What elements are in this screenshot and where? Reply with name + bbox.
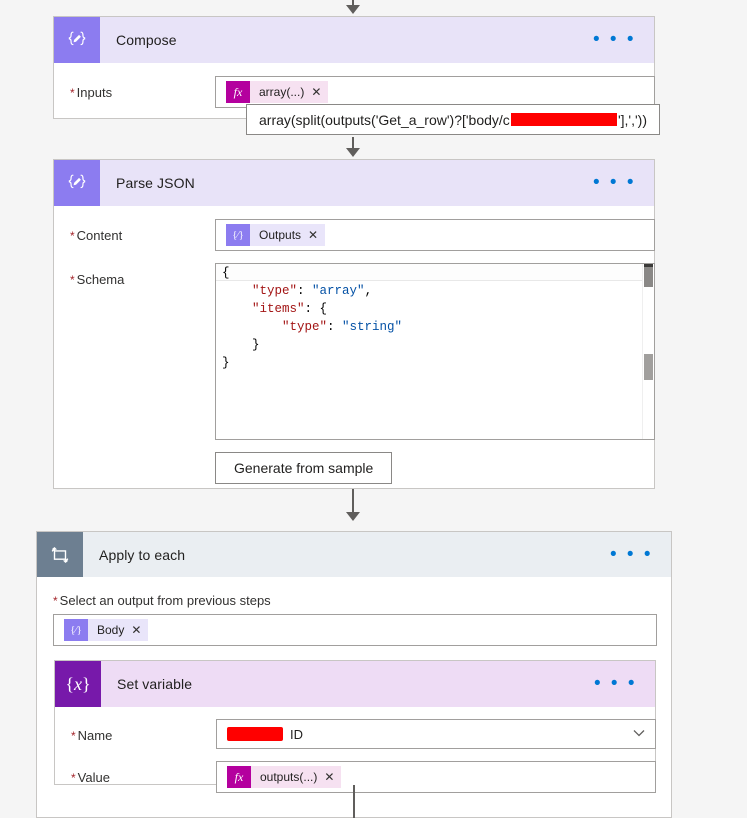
parse-json-card[interactable]: Parse JSON • • • *Content {⁄} Outputs ✕ xyxy=(53,159,655,489)
set-variable-menu-button[interactable]: • • • xyxy=(593,673,637,694)
apply-to-each-card[interactable]: Apply to each • • • xyxy=(36,531,672,578)
token-body[interactable]: outputs(...) ✕ xyxy=(251,766,342,788)
set-variable-braces-x-icon: {x} xyxy=(55,661,101,707)
schema-scrollbar-track[interactable] xyxy=(642,264,654,439)
set-variable-name-value: ID xyxy=(227,727,303,742)
fx-icon: fx xyxy=(227,766,251,788)
required-asterisk: * xyxy=(71,729,76,743)
expression-prefix: array(split(outputs('Get_a_row')?['body/… xyxy=(259,111,510,128)
outputs-token-chip[interactable]: {⁄} Outputs ✕ xyxy=(226,224,326,246)
parse-json-content-row: *Content {⁄} Outputs ✕ xyxy=(54,219,655,251)
arrow-head-top xyxy=(346,5,360,14)
token-text: outputs(...) xyxy=(260,770,318,784)
schema-resize-handle[interactable] xyxy=(644,354,653,380)
generate-from-sample-button[interactable]: Generate from sample xyxy=(215,452,393,484)
loop-select-input[interactable]: {⁄} Body ✕ xyxy=(53,614,657,646)
value-expression-token-chip[interactable]: fx outputs(...) ✕ xyxy=(227,766,342,788)
compose-inputs-label: *Inputs xyxy=(70,85,113,100)
schema-code-editor[interactable]: { "type": "array", "items": { "type": "s… xyxy=(215,263,655,440)
connector-compose-parsejson xyxy=(352,137,354,152)
outputs-token-icon: {⁄} xyxy=(226,224,250,246)
token-body[interactable]: array(...) ✕ xyxy=(250,81,329,103)
remove-token-icon[interactable]: ✕ xyxy=(324,770,335,784)
redaction-bar xyxy=(227,727,283,741)
parse-json-content-control[interactable]: {⁄} Outputs ✕ xyxy=(215,219,655,251)
parse-json-schema-control[interactable]: { "type": "array", "items": { "type": "s… xyxy=(215,263,655,440)
parse-json-menu-button[interactable]: • • • xyxy=(592,172,636,193)
apply-to-each-title: Apply to each xyxy=(99,547,186,563)
set-variable-value-label: *Value xyxy=(71,770,110,785)
set-variable-card[interactable]: {x} Set variable • • • *Name ID xyxy=(54,660,656,793)
set-variable-name-row: *Name ID xyxy=(55,719,656,749)
name-suffix-text: ID xyxy=(290,726,303,742)
token-text: array(...) xyxy=(259,85,305,99)
required-asterisk: * xyxy=(71,771,76,785)
parse-json-content-label: *Content xyxy=(70,228,123,243)
expression-suffix: '],',')) xyxy=(617,111,647,128)
body-token-chip[interactable]: {⁄} Body ✕ xyxy=(64,619,149,641)
required-asterisk: * xyxy=(70,86,75,100)
arrow-head-parsejson xyxy=(346,148,360,157)
connector-setvariable-next xyxy=(353,785,355,818)
parse-json-schema-row: *Schema { "type": "array", "items": { "t… xyxy=(54,263,655,440)
set-variable-value-input[interactable]: fx outputs(...) ✕ xyxy=(216,761,656,793)
compose-header[interactable]: Compose • • • xyxy=(54,17,654,63)
apply-to-each-header[interactable]: Apply to each • • • xyxy=(37,532,671,578)
fx-icon: fx xyxy=(226,81,250,103)
set-variable-value-control[interactable]: fx outputs(...) ✕ xyxy=(216,761,656,793)
token-body[interactable]: Outputs ✕ xyxy=(250,224,326,246)
parse-json-title: Parse JSON xyxy=(116,175,195,191)
token-body[interactable]: Body ✕ xyxy=(88,619,149,641)
schema-code-text[interactable]: { "type": "array", "items": { "type": "s… xyxy=(222,266,403,370)
compose-menu-button[interactable]: • • • xyxy=(592,29,636,50)
set-variable-name-control[interactable]: ID xyxy=(216,719,656,749)
parse-json-header[interactable]: Parse JSON • • • xyxy=(54,160,654,206)
generate-spacer xyxy=(70,452,215,461)
arrow-head-loop xyxy=(346,512,360,521)
required-asterisk: * xyxy=(70,273,75,287)
schema-scrollbar-thumb[interactable] xyxy=(644,264,653,287)
parse-json-generate-row: Generate from sample xyxy=(54,452,654,484)
parse-json-content-input[interactable]: {⁄} Outputs ✕ xyxy=(215,219,655,251)
code-first-line-highlight xyxy=(216,264,654,281)
loop-select-label: *Select an output from previous steps xyxy=(53,593,271,608)
compose-title: Compose xyxy=(116,32,177,48)
connector-parsejson-loop xyxy=(352,489,354,517)
loop-select-section: *Select an output from previous steps {⁄… xyxy=(37,577,671,646)
remove-token-icon[interactable]: ✕ xyxy=(308,228,319,242)
parse-json-schema-label: *Schema xyxy=(70,272,125,287)
redaction-bar xyxy=(510,113,617,126)
body-token-icon: {⁄} xyxy=(64,619,88,641)
expression-token-chip[interactable]: fx array(...) ✕ xyxy=(226,81,329,103)
set-variable-header[interactable]: {x} Set variable • • • xyxy=(55,661,655,707)
remove-token-icon[interactable]: ✕ xyxy=(311,85,322,99)
apply-to-each-menu-button[interactable]: • • • xyxy=(609,544,653,565)
generate-control[interactable]: Generate from sample xyxy=(215,452,638,484)
compose-braces-pen-icon xyxy=(54,17,100,63)
set-variable-title: Set variable xyxy=(117,676,193,692)
token-text: Outputs xyxy=(259,228,302,242)
apply-to-each-body: *Select an output from previous steps {⁄… xyxy=(36,577,672,818)
expression-tooltip: array(split(outputs('Get_a_row')?['body/… xyxy=(246,104,660,135)
chevron-down-icon[interactable] xyxy=(633,728,645,740)
required-asterisk: * xyxy=(70,229,75,243)
set-variable-value-row: *Value fx outputs(...) ✕ xyxy=(55,761,656,793)
parse-json-braces-pen-icon xyxy=(54,160,100,206)
required-asterisk: * xyxy=(53,594,58,608)
set-variable-name-dropdown[interactable]: ID xyxy=(216,719,656,749)
remove-token-icon[interactable]: ✕ xyxy=(131,623,142,637)
connector-top xyxy=(352,0,354,7)
loop-repeat-icon xyxy=(37,532,83,578)
set-variable-name-label: *Name xyxy=(71,728,113,743)
token-text: Body xyxy=(97,623,125,637)
